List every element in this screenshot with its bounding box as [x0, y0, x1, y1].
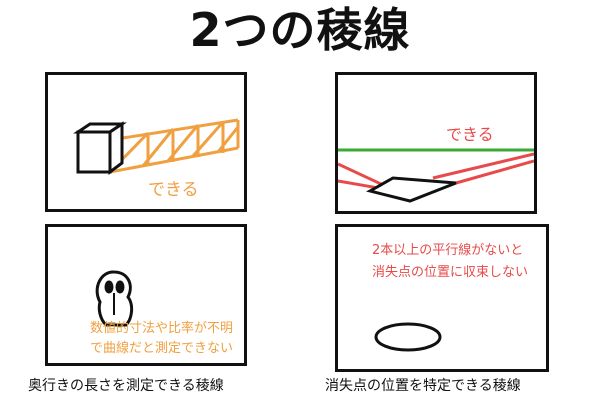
can-locate-label: できる — [446, 125, 494, 144]
cube — [73, 121, 127, 175]
parallel-note-line2: 消失点の位置に収束しない — [372, 265, 529, 280]
ellipse-shape — [374, 322, 442, 352]
caption-right: 消失点の位置を特定できる稜線 — [325, 378, 521, 394]
panel-vanishing-point: できる — [335, 72, 537, 214]
perspective-drawing — [338, 148, 534, 203]
panel-depth-measurable: できる — [45, 72, 247, 212]
curved-figure-drawing — [95, 270, 134, 327]
right-eye-icon — [115, 280, 125, 294]
page-title: 2つの稜線 — [189, 3, 411, 57]
curve-note-line2: で曲線だと測定できない — [90, 341, 234, 356]
curve-note-line1: 数値的寸法や比率が不明 — [90, 321, 234, 336]
panel-curved-object: 数値的寸法や比率が不明 で曲線だと測定できない — [45, 224, 247, 366]
caption-left: 奥行きの長さを測定できる稜線 — [28, 378, 224, 394]
parallel-note-line1: 2本以上の平行線がないと — [372, 243, 524, 258]
left-eye-icon — [104, 280, 114, 294]
can-measure-label: できる — [148, 180, 199, 200]
panel-no-parallel-lines: 2本以上の平行線がないと 消失点の位置に収束しない — [335, 224, 549, 372]
cube-depth-drawing — [73, 118, 240, 175]
ellipse-drawing — [374, 322, 442, 352]
ground-square — [365, 176, 457, 203]
orange-hatch — [108, 118, 240, 174]
